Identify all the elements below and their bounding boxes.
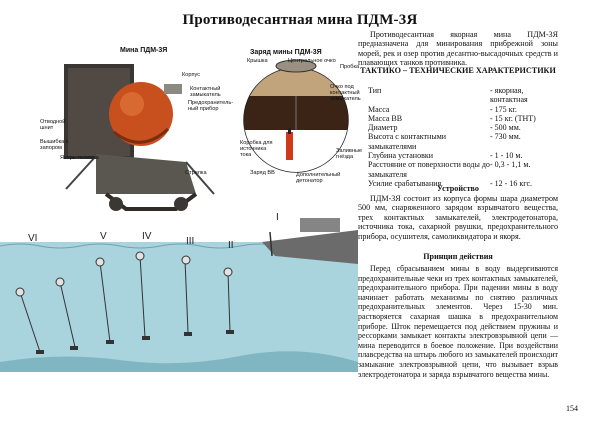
figure1-title: Мина ПДМ-3Я (120, 47, 168, 54)
stage-label-5: V (100, 231, 107, 242)
spec-value: - 0,3 - 1,1 м. (490, 160, 531, 170)
label-probka: Пробка (340, 64, 360, 70)
page-number: 154 (566, 404, 578, 413)
label-yakor: Якорь-тележка (60, 155, 99, 161)
spec-row: Диаметр - 500 мм. (368, 123, 560, 132)
spec-row: Высота с контактными замыкателями - 730 м… (368, 132, 560, 151)
specs-header: ТАКТИКО – ТЕХНИЧЕСКИЕ ХАРАКТЕРИСТИКИ (360, 66, 556, 75)
stage-label-4: IV (142, 231, 152, 242)
charge-diagram (236, 56, 356, 180)
spec-row: Глубина установки - 1 - 10 м. (368, 151, 560, 160)
spec-key: Масса (368, 104, 390, 114)
label-contact-hole: Очко под контактный замыкатель (330, 84, 361, 102)
stage-label-1: I (276, 212, 279, 223)
device-paragraph: ПДМ-3Я состоит из корпуса формы шара диа… (358, 194, 558, 241)
spec-row: Усилие срабатывания - 12 - 16 кгс. (368, 179, 560, 188)
stage-label-6: VI (28, 233, 38, 244)
spec-value: - 15 кг. (ТНТ) (490, 113, 536, 123)
principle-paragraph: Перед сбрасыванием мины в воду выдергива… (358, 264, 558, 379)
label-zaryad: Заряд ВВ (250, 170, 275, 176)
stage-label-2: II (228, 240, 234, 251)
deployment-scene (0, 212, 359, 372)
spec-key: Глубина установки (368, 151, 434, 161)
figure2-title: Заряд мины ПДМ-3Я (250, 49, 322, 56)
spec-value: - 500 мм. (490, 123, 521, 133)
label-safety: Предохранитель-ный прибор (188, 100, 234, 112)
spec-value: - 12 - 16 кгс. (490, 178, 533, 188)
spec-row: Расстояние от поверхности воды до замыка… (368, 160, 560, 179)
label-extra-detonator: Дополнительный детонатор (296, 172, 341, 184)
spec-value: - 1 - 10 м. (490, 151, 523, 161)
label-kryshka: Крышка (247, 58, 268, 64)
specs-table: Тип- якорная, контактная Масса- 175 кг. … (368, 86, 560, 188)
spec-value: - 175 кг. (490, 104, 517, 114)
spec-key: Расстояние от поверхности воды до замыка… (368, 160, 490, 179)
spec-key: Масса ВВ (368, 113, 403, 123)
spec-key: Тип (368, 86, 382, 95)
spec-value: - 730 мм. (490, 132, 521, 142)
label-battery-box: Коробка для источника тока (240, 140, 273, 158)
label-fill-sockets: Заливные гнёзда (336, 148, 363, 160)
spec-row: Масса ВВ - 15 кг. (ТНТ) (368, 114, 560, 123)
spec-key: Диаметр (368, 123, 398, 133)
stage-label-3: III (186, 236, 195, 247)
label-center-hole: Центральное очко (288, 58, 336, 64)
label-contact: Контактный замыкатель (190, 86, 221, 98)
spec-key: Усилие срабатывания (368, 178, 442, 188)
label-shnit: Отводной шнит (40, 119, 66, 131)
device-header: Устройство (437, 184, 479, 193)
label-korpus: Корпус (182, 72, 201, 78)
intro-paragraph: Противодесантная якорная мина ПДМ-3Я пре… (358, 30, 558, 68)
spec-row: Масса - 175 кг. (368, 105, 560, 114)
spec-key: Высота с контактными замыкателями (368, 132, 447, 151)
principle-header: Принцип действия (423, 252, 493, 261)
label-strelka: Стрелка (185, 170, 207, 176)
page-title: Противодесантная мина ПДМ-3Я (182, 12, 418, 28)
mine-illustration (36, 44, 236, 224)
spec-value: - якорная, контактная (490, 86, 528, 105)
label-vyshibka: Вышибка с запором (40, 139, 69, 151)
spec-row: Тип - якорная, контактная (368, 86, 560, 105)
